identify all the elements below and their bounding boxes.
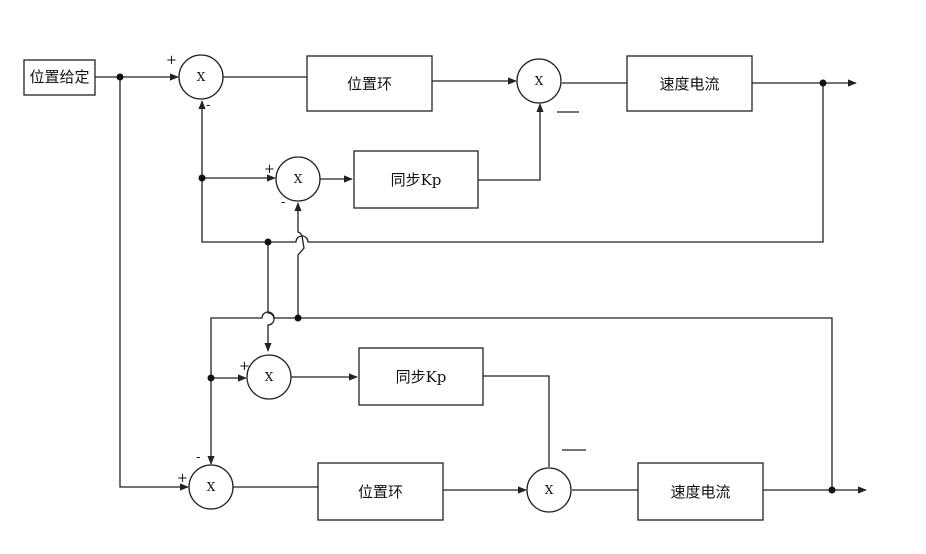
summing-junction-bottom-left: X [188, 464, 234, 510]
svg-text:同步Kp: 同步Kp [396, 368, 447, 386]
summing-junction-top-left: X [178, 54, 224, 100]
minus-sign-top-left: - [206, 98, 210, 113]
speed-current-block-top: 速度电流 [626, 55, 753, 112]
speed-current-block-bottom: 速度电流 [637, 462, 764, 521]
wire-setpoint-to-bottom-sum [119, 77, 189, 491]
svg-text:X: X [535, 74, 544, 88]
branch-dot-setpoint [116, 73, 124, 81]
svg-text:位置给定: 位置给定 [29, 68, 89, 86]
plus-sign-sync-bottom: + [239, 359, 250, 374]
plus-sign-bottom-left: + [177, 471, 188, 486]
svg-text:X: X [294, 172, 303, 186]
plus-sign-sync-top: + [264, 162, 275, 177]
svg-text:位置环: 位置环 [347, 75, 392, 93]
minus-sign-sync-top: - [281, 195, 285, 210]
branch-dot-top-feedback-cross [264, 238, 272, 246]
branch-dot-bottom-output [828, 486, 836, 494]
summing-junction-bottom-mid: X [526, 467, 572, 513]
branch-dot-top-output [819, 79, 827, 87]
position-setpoint-block: 位置给定 [23, 59, 96, 96]
summing-junction-sync-top: X [275, 156, 321, 202]
wire-sync-kp-to-mid-sum [478, 103, 544, 181]
wire-bottom-feedback [207, 311, 833, 490]
sync-kp-block-top: 同步Kp [353, 150, 479, 209]
sync-kp-block-bottom: 同步Kp [358, 347, 484, 406]
position-loop-block-top: 位置环 [306, 55, 433, 112]
branch-dot-bottom-feedback-left [207, 374, 215, 382]
minus-sign-bottom-left: - [196, 450, 200, 465]
wire-cross-bottom-to-top-sync [294, 202, 305, 318]
wire-cross-top-to-bottom-sync [264, 242, 275, 352]
svg-text:X: X [197, 70, 206, 84]
branch-dot-bottom-feedback-cross [294, 314, 302, 322]
svg-text:X: X [545, 483, 554, 497]
svg-text:速度电流: 速度电流 [659, 75, 719, 93]
position-loop-block-bottom: 位置环 [317, 462, 444, 521]
svg-text:X: X [265, 370, 274, 384]
svg-text:位置环: 位置环 [358, 483, 403, 501]
wire-bottom-sync-kp-to-mid-sum [483, 375, 550, 467]
svg-text:同步Kp: 同步Kp [391, 171, 442, 189]
svg-text:X: X [207, 480, 216, 494]
summing-junction-sync-bottom: X [246, 354, 292, 400]
svg-text:速度电流: 速度电流 [670, 483, 730, 501]
plus-sign-top-left: + [166, 53, 177, 68]
branch-dot-top-feedback-left [198, 174, 206, 182]
summing-junction-top-mid: X [516, 58, 562, 104]
